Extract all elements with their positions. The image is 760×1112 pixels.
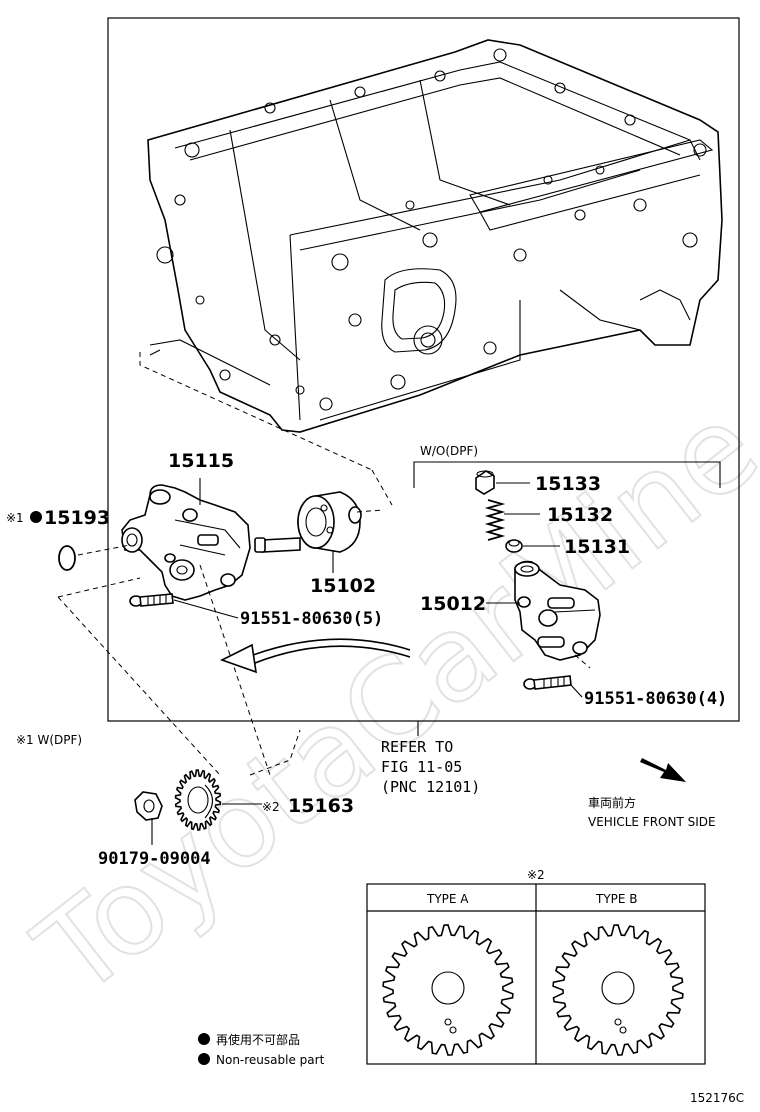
- projection-line: [371, 469, 393, 506]
- leader-dashed: [356, 509, 384, 513]
- wo-dpf-label: W/O(DPF): [420, 444, 478, 458]
- legend-en: Non-reusable part: [216, 1053, 325, 1067]
- projection-line: [199, 564, 271, 776]
- rotation-arrow: [219, 638, 411, 674]
- type-b-label: TYPE B: [595, 892, 638, 906]
- refer-line-1: REFER TO: [381, 738, 453, 756]
- plug-15133-illustration: [475, 470, 495, 495]
- legend-jp: 再使用不可部品: [216, 1032, 300, 1047]
- callout-15131: 15131: [564, 536, 630, 558]
- callout-15163-mark: ※2: [262, 800, 280, 814]
- callout-bolt-b: 91551-80630(4): [584, 689, 727, 709]
- leader-dashed: [574, 654, 591, 669]
- callout-nut: 90179-09004: [98, 849, 211, 869]
- leader-line: [173, 599, 239, 619]
- projection-line: [57, 596, 221, 776]
- callout-15012: 15012: [420, 593, 486, 615]
- bolt-91551-left: [129, 593, 174, 607]
- callout-15163: 15163: [288, 795, 354, 817]
- valve-15131-illustration: [505, 539, 523, 553]
- legend-bullet-icon: [198, 1033, 210, 1045]
- oil-pump-15115-illustration: [121, 484, 251, 601]
- callout-bolt-a: 91551-80630(5): [240, 609, 383, 629]
- callout-15115: 15115: [168, 450, 234, 472]
- wo-dpf-bracket: [413, 461, 721, 488]
- callout-15102: 15102: [310, 575, 376, 597]
- refer-line-3: (PNC 12101): [381, 778, 480, 796]
- projection-line: [57, 577, 141, 598]
- callout-15193: 15193: [44, 507, 110, 529]
- callout-15193-mark: ※1: [6, 511, 24, 525]
- figure-id: 152176C: [690, 1091, 744, 1105]
- leader-dashed: [77, 544, 131, 556]
- nut-90179-illustration: [134, 791, 163, 821]
- engine-block-illustration: [147, 39, 723, 433]
- type-table-mark: ※2: [527, 868, 545, 882]
- type-table: [366, 883, 706, 1065]
- sprocket-type-b-illustration: [552, 924, 684, 1056]
- refer-line-2: FIG 11-05: [381, 758, 462, 776]
- vehicle-front-en: VEHICLE FRONT SIDE: [588, 815, 716, 829]
- projection-line: [139, 352, 373, 471]
- non-reusable-bullet-icon: [30, 511, 42, 523]
- pump-body-15012-illustration: [514, 560, 601, 661]
- callout-15132: 15132: [547, 504, 613, 526]
- leader-line: [569, 683, 583, 698]
- callout-15133: 15133: [535, 473, 601, 495]
- sprocket-type-a-illustration: [382, 924, 514, 1056]
- vehicle-front-jp: 車両前方: [588, 795, 636, 810]
- vehicle-front-arrow: [640, 758, 686, 782]
- legend-bullet-icon: [198, 1053, 210, 1065]
- spring-15132-illustration: [484, 499, 506, 541]
- projection-line: [249, 729, 301, 776]
- o-ring-15193: [58, 545, 76, 571]
- w-dpf-note: ※1 W(DPF): [16, 733, 82, 747]
- main-frame: [107, 17, 740, 722]
- type-a-label: TYPE A: [426, 892, 469, 906]
- rotor-shaft-15102-illustration: [254, 491, 362, 553]
- crank-sprocket-15163-illustration: [174, 769, 222, 831]
